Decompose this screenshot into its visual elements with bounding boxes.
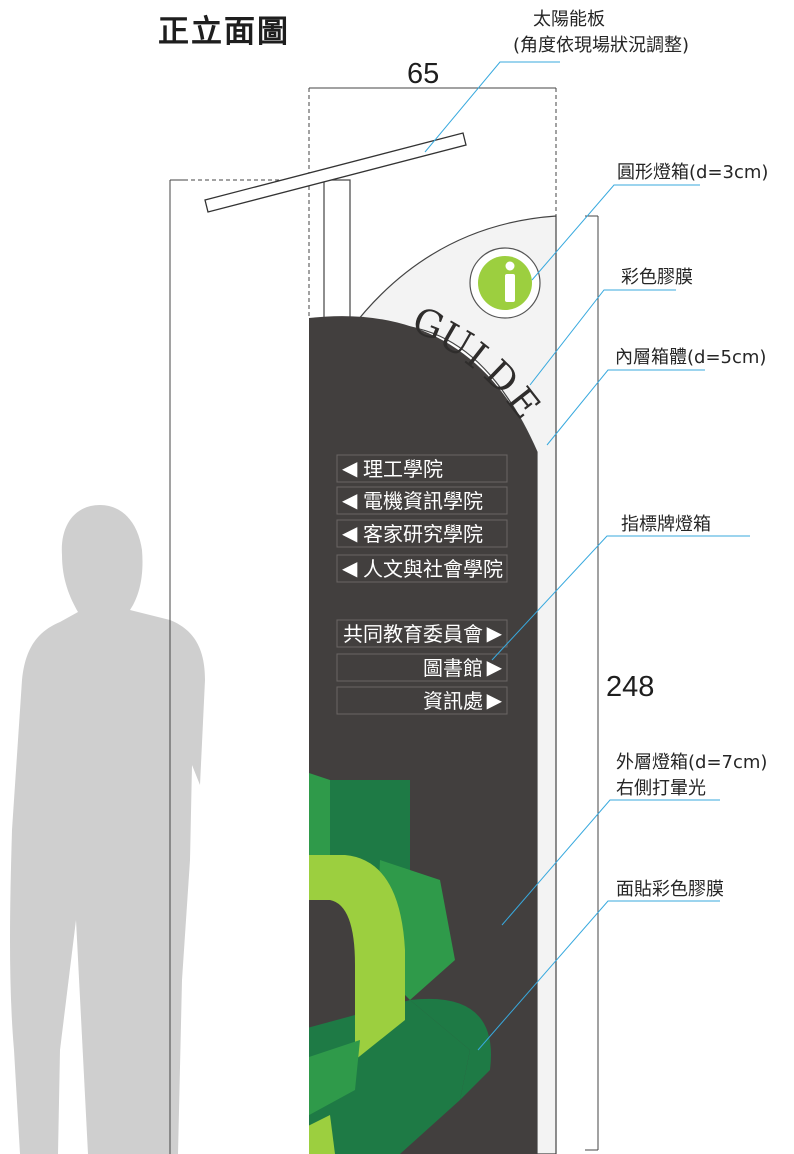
solar-panel-post	[323, 179, 351, 331]
right-arrow-icon: ▶	[487, 655, 503, 679]
direction-row-right-box	[336, 619, 508, 648]
sign-lightbox-label: 指標牌燈箱	[621, 514, 711, 535]
direction-row-left-box	[336, 519, 508, 548]
leader-lines	[424, 61, 750, 1051]
outer-lightbox-note: 右側打暈光	[616, 778, 706, 799]
direction-label: 理工學院	[363, 457, 443, 481]
direction-row-right-box	[336, 653, 508, 682]
direction-label: 共同教育委員會	[343, 622, 483, 646]
page-title: 正立面圖	[158, 14, 290, 50]
solar-panel-note: (角度依現場狀況調整)	[513, 35, 690, 56]
inner-height-bracket	[585, 215, 599, 1151]
round-info-lightbox	[469, 247, 541, 319]
solar-panel-label: 太陽能板	[533, 9, 605, 30]
outer-lightbox-label: 外層燈箱(d=7cm)	[616, 752, 768, 773]
inner-height-dimension-label: 248	[606, 671, 655, 703]
direction-row-left-box	[336, 486, 508, 515]
width-dimension-label: 65	[407, 58, 440, 90]
inner-box-label: 內層箱體(d=5cm)	[615, 347, 767, 368]
direction-row-left-box	[336, 454, 508, 483]
left-arrow-icon: ◀	[342, 521, 358, 545]
left-arrow-icon: ◀	[342, 488, 358, 512]
direction-label: 資訊處	[423, 689, 483, 713]
direction-list: ◀理工學院◀電機資訊學院◀客家研究學院◀人文與社會學院▶共同教育委員會▶圖書館▶…	[336, 454, 508, 715]
direction-row-left-box	[336, 554, 508, 583]
surface-film-label: 面貼彩色膠膜	[616, 879, 724, 900]
solar-panel	[204, 132, 467, 213]
left-arrow-icon: ◀	[342, 556, 358, 580]
direction-row-right-box	[336, 686, 508, 715]
outer-height-bracket	[169, 179, 185, 1154]
info-icon	[505, 261, 515, 271]
left-arrow-icon: ◀	[342, 456, 358, 480]
direction-label: 人文與社會學院	[363, 557, 503, 581]
human-silhouette	[10, 505, 205, 1154]
round-lightbox-label: 圓形燈箱(d=3cm)	[617, 162, 769, 183]
direction-label: 電機資訊學院	[363, 489, 483, 513]
green-logo-graphic	[309, 770, 491, 1154]
direction-label: 圖書館	[423, 656, 483, 680]
direction-label: 客家研究學院	[363, 522, 483, 546]
right-arrow-icon: ▶	[487, 621, 503, 645]
inner-lightbox-top	[348, 215, 557, 1154]
color-film-label: 彩色膠膜	[621, 267, 693, 288]
right-arrow-icon: ▶	[487, 688, 503, 712]
